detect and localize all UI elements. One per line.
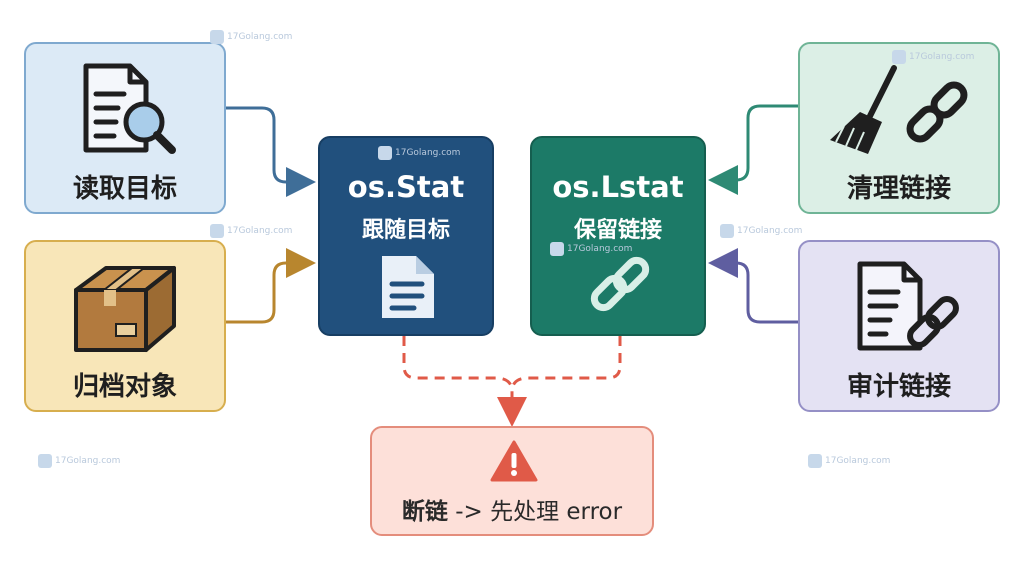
broken-link-arrow: ->: [447, 499, 491, 525]
watermark-logo: [808, 454, 822, 468]
watermark-text: 17Golang.com: [395, 148, 461, 158]
chain-link-icon: [590, 256, 650, 312]
broken-link-prefix: 断链: [401, 499, 448, 525]
edge-stat-to-error: [402, 336, 527, 427]
audit-links-label: 审计链接: [846, 372, 951, 402]
watermark: 17Golang.com: [378, 146, 460, 160]
archive-object-label: 归档对象: [72, 372, 177, 402]
os-stat-node: os.Stat 跟随目标: [318, 136, 494, 336]
watermark-logo: [720, 224, 734, 238]
edge-archive-to-stat: [226, 248, 316, 324]
watermark: 17Golang.com: [892, 50, 974, 64]
edge-audit-to-lstat: [708, 248, 798, 324]
cardboard-box-icon: [74, 266, 176, 352]
edge-clean-to-lstat: [708, 104, 798, 195]
os-lstat-subtitle: 保留链接: [573, 218, 662, 243]
read-target-label: 读取目标: [72, 174, 177, 204]
watermark-logo: [550, 242, 564, 256]
document-link-icon: [857, 261, 959, 351]
watermark: 17Golang.com: [550, 242, 632, 256]
edge-read-to-stat: [226, 106, 316, 197]
watermark-text: 17Golang.com: [737, 226, 803, 236]
broken-link-label: 断链 -> 先处理 error: [372, 492, 652, 526]
watermark-text: 17Golang.com: [55, 456, 121, 466]
broken-link-node: 断链 -> 先处理 error: [370, 426, 654, 536]
watermark-text: 17Golang.com: [567, 244, 633, 254]
file-icon: [382, 256, 434, 318]
warning-icon: [490, 440, 538, 482]
read-target-node: 读取目标: [24, 42, 226, 214]
os-stat-title: os.Stat: [347, 170, 465, 204]
watermark-text: 17Golang.com: [227, 32, 293, 42]
audit-links-node: 审计链接: [798, 240, 1000, 412]
os-lstat-title: os.Lstat: [552, 170, 684, 204]
watermark: 17Golang.com: [210, 224, 292, 238]
watermark-logo: [892, 50, 906, 64]
archive-object-node: 归档对象: [24, 240, 226, 412]
os-lstat-node: os.Lstat 保留链接: [530, 136, 706, 336]
watermark-logo: [210, 30, 224, 44]
watermark: 17Golang.com: [210, 30, 292, 44]
broom-broken-link-icon: [830, 65, 968, 154]
edge-lstat-to-error: [510, 336, 622, 393]
watermark: 17Golang.com: [720, 224, 802, 238]
watermark-logo: [38, 454, 52, 468]
watermark: 17Golang.com: [808, 454, 890, 468]
watermark: 17Golang.com: [38, 454, 120, 468]
watermark-text: 17Golang.com: [825, 456, 891, 466]
watermark-logo: [210, 224, 224, 238]
document-search-icon: [83, 63, 176, 154]
clean-links-label: 清理链接: [846, 174, 951, 204]
broken-link-action: 先处理 error: [490, 499, 623, 525]
watermark-text: 17Golang.com: [909, 52, 975, 62]
watermark-text: 17Golang.com: [227, 226, 293, 236]
watermark-logo: [378, 146, 392, 160]
os-stat-subtitle: 跟随目标: [361, 218, 450, 243]
clean-links-node: 清理链接: [798, 42, 1000, 214]
